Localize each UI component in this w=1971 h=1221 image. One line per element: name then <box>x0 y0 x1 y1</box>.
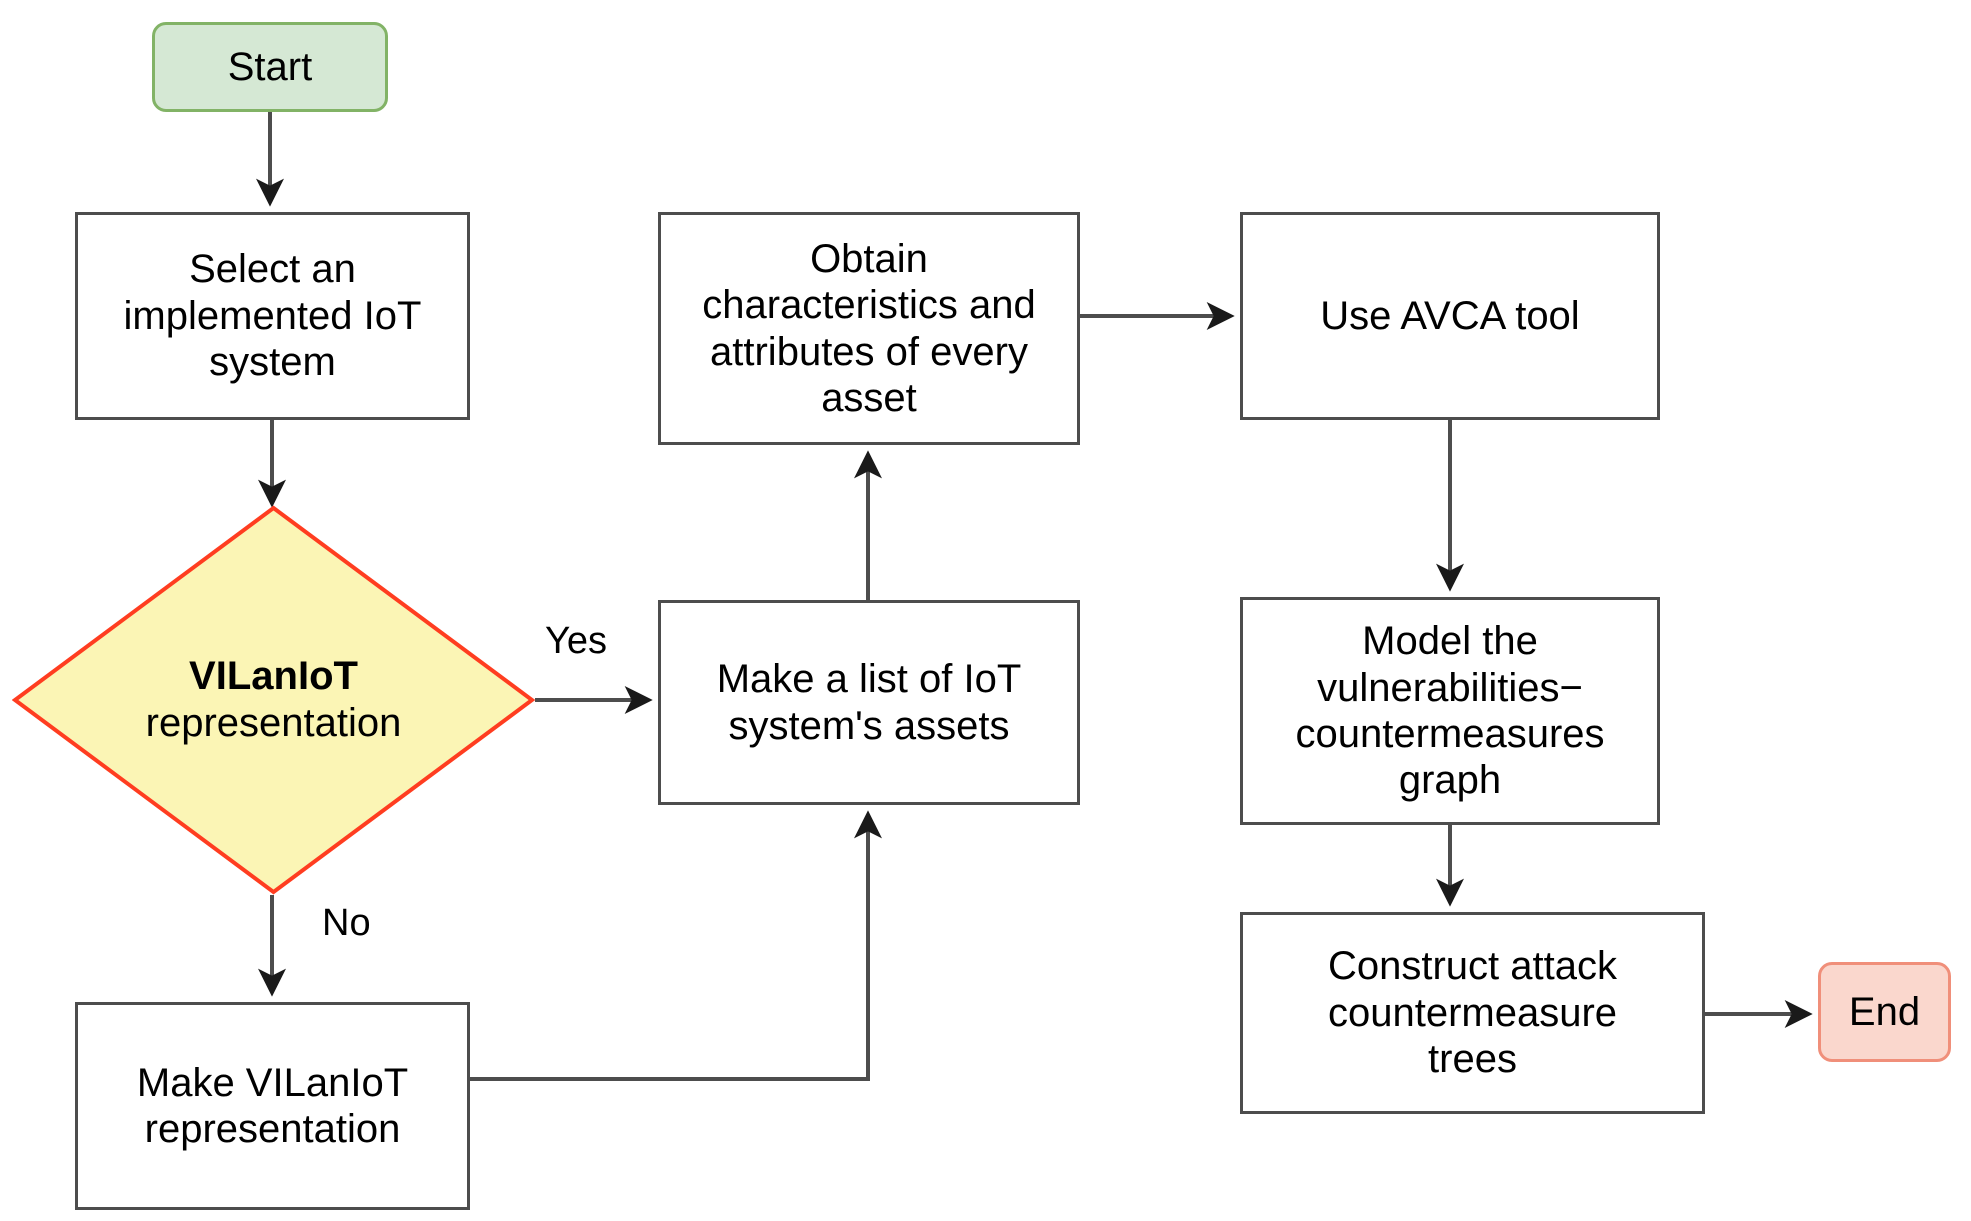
node-start[interactable]: Start <box>152 22 388 112</box>
node-obtain-characteristics-and-attributes[interactable]: Obtain characteristics and attributes of… <box>658 212 1080 445</box>
node-model-vulnerabilities-countermeasures-graph[interactable]: Model the vulnerabilities− countermeasur… <box>1240 597 1660 825</box>
node-make-list-of-iot-system-assets[interactable]: Make a list of IoT system's assets <box>658 600 1080 805</box>
node-select-implemented-iot-system[interactable]: Select an implemented IoT system <box>75 212 470 420</box>
decision-diamond-shape <box>12 505 535 895</box>
node-make-vilaniot-representation[interactable]: Make VILanIoT representation <box>75 1002 470 1210</box>
node-construct-attack-countermeasure-trees[interactable]: Construct attack countermeasure trees <box>1240 912 1705 1114</box>
edge-label-no: No <box>322 902 371 944</box>
edge-label-yes: Yes <box>545 620 607 662</box>
node-vilaniot-representation-decision[interactable]: VILanIoT representation <box>12 505 535 895</box>
node-use-avca-tool[interactable]: Use AVCA tool <box>1240 212 1660 420</box>
node-end[interactable]: End <box>1818 962 1951 1062</box>
